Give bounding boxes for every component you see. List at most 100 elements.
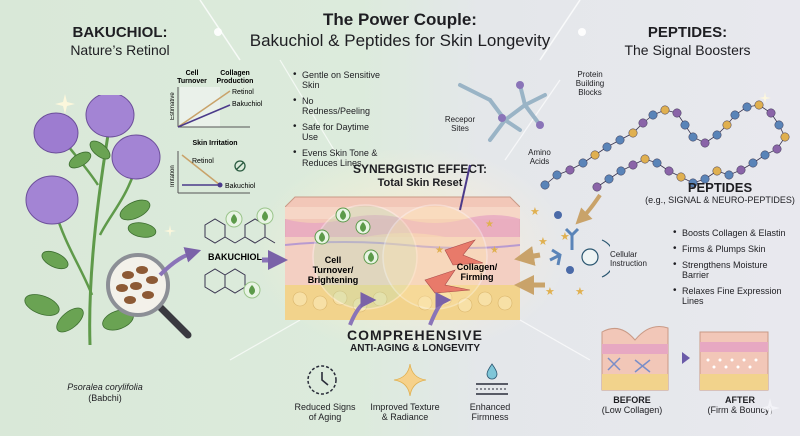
- flower-head: [33, 112, 79, 154]
- sparkle-icon: [760, 398, 780, 418]
- bond: [224, 236, 236, 244]
- fat-cell: [497, 295, 513, 311]
- psoralea-plant-illustration: [24, 95, 161, 345]
- cellular-signaling-illustration: ★ ★ ★ ★ ★: [530, 206, 610, 298]
- leaf-badge-icon: [243, 281, 261, 299]
- amino-acid-bead: [540, 180, 550, 190]
- comprehensive-subtitle: ANTI-AGING & LONGEVITY: [350, 343, 480, 354]
- left-circle-label-1: Cell: [325, 255, 342, 265]
- seed: [130, 282, 142, 290]
- chart-col2-a: Collagen: [220, 70, 250, 77]
- protein-label-3: Blocks: [578, 88, 602, 97]
- plant-to-molecule-arrow: [158, 247, 202, 277]
- protein-label-2: Building: [575, 79, 605, 88]
- result-label-1a: Reduced Signs: [294, 402, 356, 412]
- plant-stem: [88, 134, 110, 345]
- fat-cell: [477, 291, 493, 307]
- beam-line: [539, 0, 581, 61]
- chart-bottom-series-retinol: Retinol: [192, 158, 214, 165]
- bond: [488, 118, 507, 142]
- bakuchiol-heading: BAKUCHIOL: Nature’s Retinol: [50, 24, 190, 59]
- amino-acid-bead: [628, 128, 638, 138]
- before-skin-block: [601, 326, 669, 391]
- skin-cross-section: ★ ★ ★ Cell Turnover/ Brightening Collage…: [285, 196, 520, 320]
- cellular-instruction-label: Cellular Instruction: [610, 250, 660, 268]
- after-caption: AFTER (Firm & Bouncy): [700, 395, 780, 415]
- receptor-y-icon: [564, 227, 580, 250]
- amino-acid-bead: [766, 108, 776, 118]
- bakuchiol-line-top: [177, 104, 231, 128]
- cellular-label-2: Instruction: [610, 259, 647, 268]
- left-circle-label-2: Turnover/: [313, 265, 354, 275]
- plant-caption: Psoralea corylifolia (Babchi): [55, 382, 155, 404]
- synergy-heading: SYNERGISTIC EFFECT: Total Skin Reset: [330, 162, 510, 190]
- flower-head: [25, 175, 79, 225]
- synergy-arrow-right: [428, 292, 452, 326]
- fibroblast-cell: [424, 269, 471, 294]
- peptide-benefit: Firms & Plumps Skin: [672, 244, 797, 254]
- peptides-heading: PEPTIDES: The Signal Boosters: [600, 24, 775, 59]
- bakuchiol-benefit: Gentle on Sensitive Skin: [292, 70, 382, 90]
- synergy-subtitle: Total Skin Reset: [377, 177, 463, 189]
- peptide-benefit: Boosts Collagen & Elastin: [672, 228, 797, 238]
- cellular-label-1: Cellular: [610, 250, 638, 259]
- right-circle-label-1: Collagen/: [457, 262, 498, 272]
- star-icon: ★: [435, 245, 444, 256]
- chart-top-y-label: Estimative: [170, 92, 176, 120]
- amino-acid-bead: [604, 174, 614, 184]
- clock-icon: [307, 365, 337, 395]
- fibroblast-cell: [444, 239, 484, 266]
- amino-acid-bead: [760, 150, 770, 160]
- chart-bottom-title: Skin Irritation: [192, 140, 237, 147]
- flower-head: [85, 95, 135, 138]
- amino-acid-bead: [712, 130, 722, 140]
- flower-head: [111, 134, 161, 180]
- before-label: BEFORE: [613, 395, 651, 405]
- bond: [458, 83, 492, 102]
- bakuchiol-molecule-structure: BAKUCHIOL: [204, 218, 276, 294]
- bakuchiol-benefit: Evens Skin Tone & Reduces Lines: [292, 148, 382, 168]
- star-icon: ★: [485, 219, 494, 230]
- beam-line: [504, 79, 561, 161]
- seed: [122, 271, 134, 279]
- amino-acid-bead: [748, 158, 758, 168]
- result-enhanced-firmness: Enhanced Firmness: [455, 402, 525, 422]
- no-symbol-icon: [234, 160, 246, 172]
- fat-cell: [292, 291, 308, 307]
- amino-acid-bead: [672, 108, 682, 118]
- beam-line: [229, 319, 301, 361]
- star-icon: ★: [530, 206, 540, 218]
- magnifier-handle: [154, 301, 192, 339]
- seed: [146, 276, 158, 284]
- receptor-y-icon: [549, 248, 562, 266]
- amino-acid-bead: [602, 142, 612, 152]
- bakuchiol-benefits-list: Gentle on Sensitive Skin No Redness/Peel…: [292, 70, 382, 174]
- amino-acid-bead: [590, 150, 600, 160]
- protein-blocks-label: Protein Building Blocks: [570, 70, 610, 97]
- sparkle-icon: [164, 225, 176, 237]
- peptides-title: PEPTIDES:: [647, 24, 728, 41]
- amino-acid-bead: [700, 174, 710, 184]
- main-title: The Power Couple: Bakuchiol & Peptides f…: [230, 10, 570, 51]
- star-icon: ★: [538, 236, 548, 248]
- amino-acid-bead: [724, 170, 734, 180]
- chart-top-series-bakuchiol: Bakuchiol: [232, 101, 263, 108]
- chart-bottom-y-label: Irritation: [170, 165, 176, 187]
- result-label-3a: Enhanced: [469, 402, 511, 412]
- amino-acid-bead: [578, 158, 588, 168]
- bond: [234, 236, 246, 244]
- main-title-line1: The Power Couple:: [323, 10, 477, 29]
- synergy-title: SYNERGISTIC EFFECT:: [352, 162, 487, 176]
- amino-acid-bead: [780, 132, 790, 142]
- amino-acid-bead: [615, 135, 625, 145]
- receptor-label: Recepor Sites: [440, 115, 480, 133]
- amino-acid-bead: [754, 100, 764, 110]
- water-drop-layers-icon: [476, 363, 508, 395]
- amino-acid-bead: [638, 118, 648, 128]
- comprehensive-heading: COMPREHENSIVE ANTI-AGING & LONGEVITY: [300, 327, 530, 355]
- amino-label-2: Acids: [529, 157, 550, 166]
- amino-acid-bead: [722, 120, 732, 130]
- signal-dot: [566, 266, 574, 274]
- before-caption: BEFORE (Low Collagen): [592, 395, 672, 415]
